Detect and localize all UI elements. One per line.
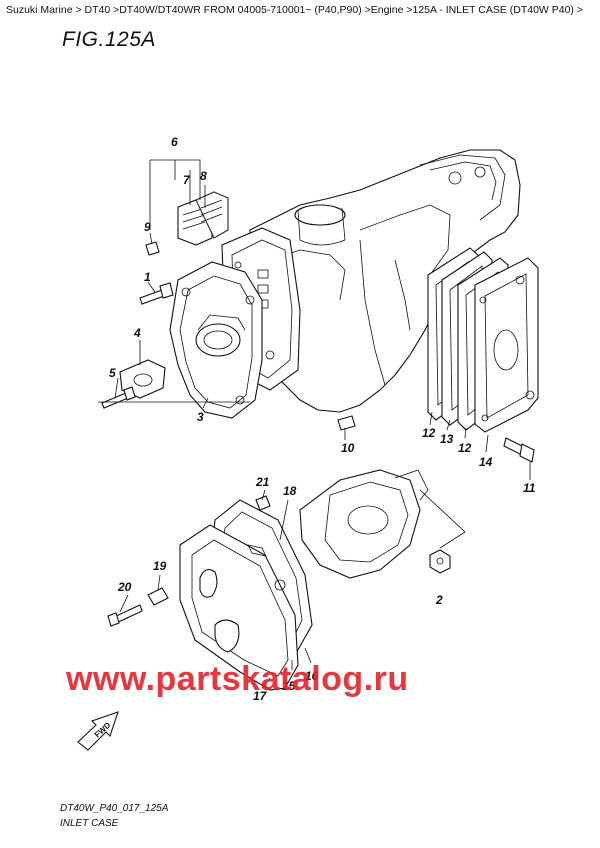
pin-19 (147, 587, 169, 606)
bolt-21 (255, 495, 271, 511)
callout-2: 2 (435, 593, 443, 607)
gasket-stack-right (427, 247, 539, 433)
callout-6: 6 (171, 135, 178, 149)
callout-7: 7 (183, 173, 191, 187)
callout-10: 10 (341, 441, 355, 455)
callout-13: 13 (440, 432, 454, 446)
bolt-20 (107, 604, 143, 627)
callout-17: 17 (253, 689, 268, 703)
reed-plate-assembly (177, 191, 229, 246)
callout-12b: 12 (458, 441, 472, 455)
callout-20: 20 (117, 580, 132, 594)
figure-title: FIG.125A (62, 28, 156, 51)
callout-16: 16 (305, 669, 319, 683)
callout-1: 1 (144, 270, 151, 284)
callout-15: 15 (282, 679, 296, 693)
callout-5: 5 (109, 366, 116, 380)
callouts: 6 7 8 9 1 4 5 3 10 12 13 12 14 11 21 18 … (109, 135, 536, 703)
inlet-case (169, 261, 263, 419)
callout-18: 18 (283, 484, 297, 498)
watermark: www.partskatalog.ru (66, 660, 409, 698)
bolt-9 (145, 241, 160, 256)
silencer-cover (179, 524, 299, 691)
callout-19: 19 (153, 559, 167, 573)
diagram-title: INLET CASE (60, 818, 119, 829)
callout-11: 11 (523, 481, 536, 495)
callout-14: 14 (479, 455, 493, 469)
callout-9: 9 (144, 220, 151, 234)
intake-manifold-18 (299, 469, 429, 579)
callout-3: 3 (197, 410, 204, 424)
fwd-arrow: FWD (77, 711, 119, 751)
bolt-10 (337, 415, 356, 431)
breadcrumb: Suzuki Marine > DT40 >DT40W/DT40WR FROM … (6, 4, 583, 16)
nut-2 (429, 549, 451, 574)
callout-12a: 12 (422, 426, 436, 440)
callout-21: 21 (255, 475, 270, 489)
bolt-11 (503, 437, 535, 463)
leader-lines (98, 159, 531, 689)
bolt-1 (139, 282, 174, 305)
screw-5 (101, 386, 136, 409)
callout-4: 4 (133, 326, 141, 340)
callout-8: 8 (200, 169, 207, 183)
diagram-code: DT40W_P40_017_125A (60, 803, 169, 814)
